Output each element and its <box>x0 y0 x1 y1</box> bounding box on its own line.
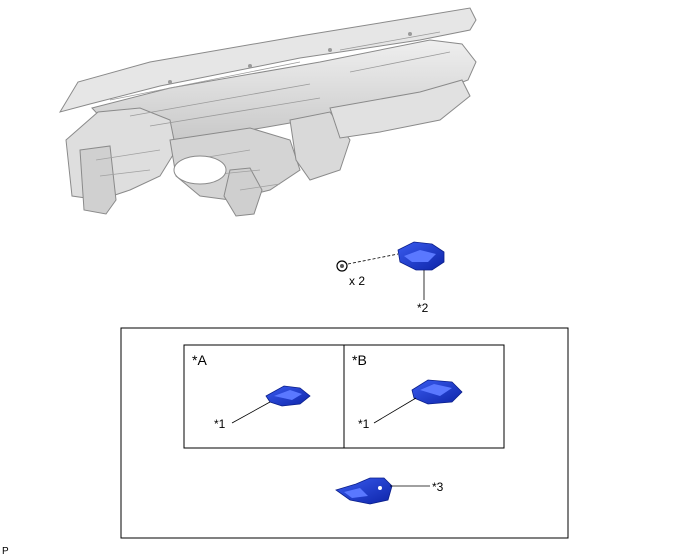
inset-frame-inner <box>183 344 505 449</box>
inset-a-part-1 <box>265 385 311 407</box>
part-3-bracket <box>335 477 393 505</box>
inset-frame-outer <box>120 327 569 539</box>
part-3-callout: *3 <box>432 480 444 494</box>
fastener-bolt-icon <box>336 260 348 272</box>
inset-b-leader-line <box>373 397 417 424</box>
inset-b-part-1 <box>411 379 463 405</box>
instrument-panel-illustration <box>58 7 477 217</box>
page-code: P <box>2 546 9 557</box>
inset-b-title: *B <box>352 352 367 368</box>
fastener-quantity-label: x 2 <box>349 274 366 288</box>
inset-a-part-1-callout: *1 <box>214 417 226 431</box>
part-2-bracket <box>397 241 445 271</box>
inset-a-leader-line <box>231 401 271 424</box>
part-2-callout: *2 <box>417 301 429 315</box>
install-direction-dashed-line <box>347 253 399 265</box>
inset-b-part-1-callout: *1 <box>358 417 370 431</box>
inset-a-title: *A <box>192 352 207 368</box>
